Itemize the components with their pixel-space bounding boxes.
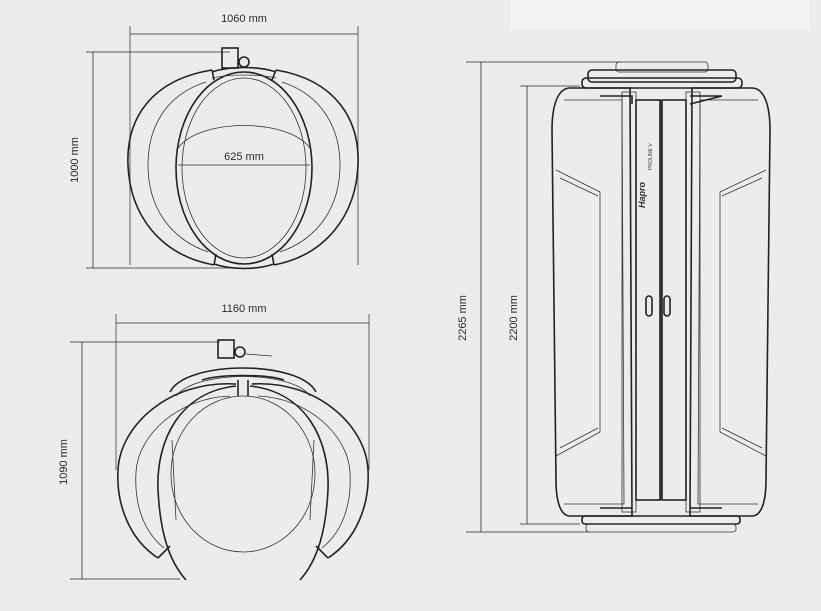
bottom-plate bbox=[585, 523, 737, 533]
right-shell-inner bbox=[279, 81, 341, 253]
inner-canopy-oval bbox=[175, 71, 313, 265]
width-1160-label: 1160 mm bbox=[221, 303, 266, 315]
left-wing-recess-lines bbox=[559, 177, 599, 449]
front-view: 2265 mm 2200 mm Hap bbox=[457, 61, 771, 533]
right-shell-outer bbox=[273, 69, 359, 266]
left-shell-inner bbox=[147, 81, 209, 253]
top-cap bbox=[615, 61, 709, 73]
left-wing-recess bbox=[555, 169, 601, 457]
top-view-open: 1160 mm 1090 mm bbox=[58, 303, 370, 581]
canopy-top-strip bbox=[201, 374, 285, 381]
fitting-bar bbox=[245, 353, 273, 357]
model-label: PROLINE V bbox=[648, 143, 654, 170]
left-wing-inner-edge bbox=[564, 99, 625, 505]
body-height-2200-label: 2200 mm bbox=[508, 295, 520, 341]
right-door-panel bbox=[661, 99, 687, 501]
top-plate bbox=[587, 69, 737, 83]
right-wing-panel bbox=[689, 87, 771, 517]
canopy-outer-arc bbox=[169, 367, 317, 393]
inner-canopy-oval-inner bbox=[181, 77, 307, 259]
left-door-panel bbox=[635, 99, 661, 501]
opening-left bbox=[157, 385, 237, 581]
top-rim bbox=[581, 77, 743, 89]
total-height-2265-label: 2265 mm bbox=[457, 295, 469, 341]
left-wing-outer bbox=[117, 383, 237, 559]
left-wing-inner bbox=[135, 395, 231, 549]
right-handle-icon bbox=[663, 295, 671, 317]
right-wing-inner-edge bbox=[697, 99, 758, 505]
right-wing-inner bbox=[257, 395, 351, 549]
left-handle-icon bbox=[645, 295, 653, 317]
canopy-arc bbox=[177, 125, 311, 149]
fitting-box bbox=[221, 47, 239, 69]
left-shell-outer bbox=[127, 69, 215, 266]
fitting-box bbox=[217, 339, 235, 359]
fitting-knob bbox=[234, 346, 246, 358]
left-wing-panel bbox=[551, 87, 633, 517]
width-1060-label: 1060 mm bbox=[221, 13, 267, 25]
shell-ends bbox=[211, 69, 277, 266]
brand-logo: Hapro bbox=[637, 181, 647, 208]
inner-width-625-label: 625 mm bbox=[224, 151, 264, 163]
right-wing-outer bbox=[251, 383, 369, 559]
canopy-inner-arc bbox=[175, 376, 311, 397]
right-wing-recess bbox=[719, 169, 767, 457]
inner-bed-edges bbox=[171, 439, 315, 521]
right-wing-recess-lines bbox=[721, 177, 763, 449]
top-view-closed: 1060 mm 1000 mm 625 mm bbox=[69, 13, 359, 270]
inner-canopy-oval bbox=[170, 395, 316, 553]
bottom-rim bbox=[581, 515, 741, 525]
fitting-knob bbox=[238, 56, 250, 68]
bottom-connector bbox=[213, 263, 275, 270]
depth-1000-label: 1000 mm bbox=[69, 137, 81, 183]
background-highlight bbox=[510, 0, 810, 30]
center-divider bbox=[237, 380, 249, 396]
opening-right bbox=[249, 385, 329, 581]
top-hinges bbox=[600, 95, 723, 105]
depth-1090-label: 1090 mm bbox=[58, 439, 70, 485]
top-connector-inner bbox=[211, 74, 277, 79]
